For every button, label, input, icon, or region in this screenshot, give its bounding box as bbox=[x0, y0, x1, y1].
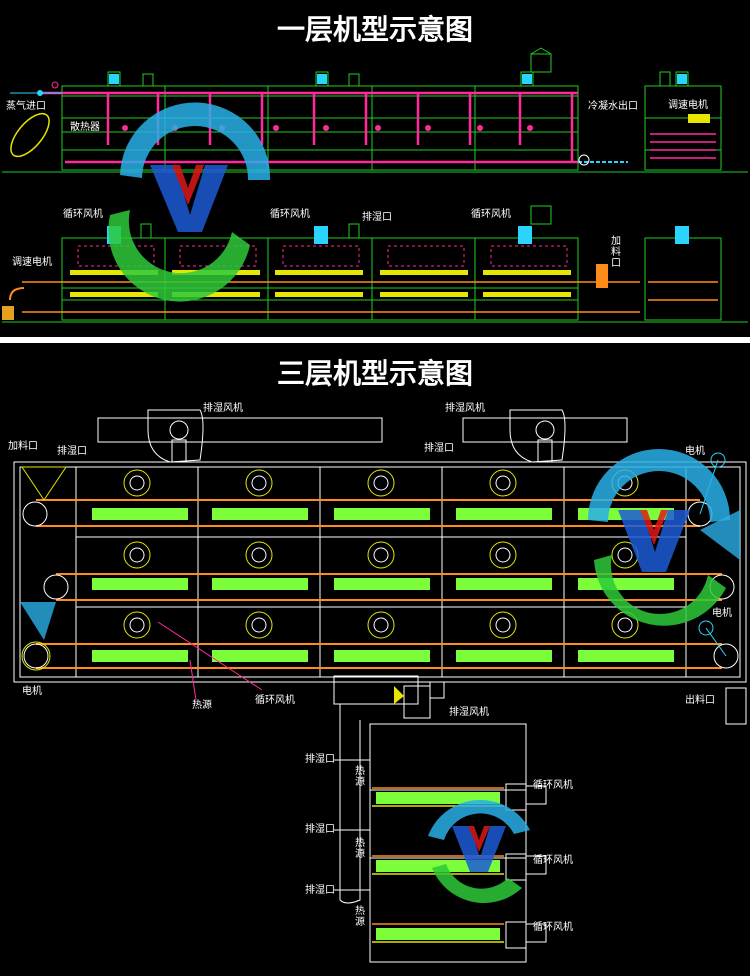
label-circ-fan-1: 循环风机 bbox=[63, 209, 103, 220]
label-dehumid-port: 排湿口 bbox=[362, 212, 392, 223]
label-side-dehumid-2: 排湿口 bbox=[305, 824, 335, 835]
label-feed-port-top: 加料口 bbox=[611, 236, 621, 269]
label-condensate-outlet: 冷凝水出口 bbox=[588, 101, 638, 112]
label-feed-port: 加料口 bbox=[8, 441, 38, 452]
label-side-heat-3: 热源 bbox=[355, 906, 365, 928]
single-layer-diagram bbox=[2, 47, 748, 323]
label-motor-bottom-left: 电机 bbox=[22, 686, 42, 697]
label-speed-motor-top: 调速电机 bbox=[668, 100, 708, 111]
logo-watermark-bottom bbox=[428, 799, 530, 903]
label-steam-inlet: 蒸气进口 bbox=[6, 101, 46, 112]
label-dehumid-2: 排湿口 bbox=[424, 443, 454, 454]
label-circ-fan-2: 循环风机 bbox=[270, 209, 310, 220]
label-motor-top-right: 电机 bbox=[685, 446, 705, 457]
top-title: 一层机型示意图 bbox=[276, 13, 473, 46]
label-side-dehumid-1: 排湿口 bbox=[305, 754, 335, 765]
label-circ-fan: 循环风机 bbox=[255, 695, 295, 706]
label-dehumid-1: 排湿口 bbox=[57, 446, 87, 457]
label-radiator: 散热器 bbox=[70, 122, 100, 133]
label-side-heat-1: 热源 bbox=[355, 766, 365, 788]
label-motor-mid-right: 电机 bbox=[712, 608, 732, 619]
label-side-heat-2: 热源 bbox=[355, 838, 365, 860]
label-exhaust-fan-2: 排湿风机 bbox=[445, 403, 485, 414]
label-side-exhaust-fan: 排湿风机 bbox=[449, 707, 489, 718]
label-discharge-port: 出料口 bbox=[685, 695, 715, 706]
label-circ-fan-3: 循环风机 bbox=[471, 209, 511, 220]
label-side-dehumid-3: 排湿口 bbox=[305, 885, 335, 896]
logo-watermark-top bbox=[108, 102, 271, 302]
section-divider bbox=[0, 337, 750, 343]
logo-watermark-mid bbox=[588, 449, 730, 626]
label-side-circ-fan-3: 循环风机 bbox=[533, 922, 573, 933]
label-speed-motor-left: 调速电机 bbox=[12, 257, 52, 268]
label-side-circ-fan-1: 循环风机 bbox=[533, 780, 573, 791]
label-side-circ-fan-2: 循环风机 bbox=[533, 855, 573, 866]
bottom-title: 三层机型示意图 bbox=[276, 357, 473, 390]
label-exhaust-fan-1: 排湿风机 bbox=[203, 403, 243, 414]
label-heat-source: 热源 bbox=[192, 700, 212, 711]
